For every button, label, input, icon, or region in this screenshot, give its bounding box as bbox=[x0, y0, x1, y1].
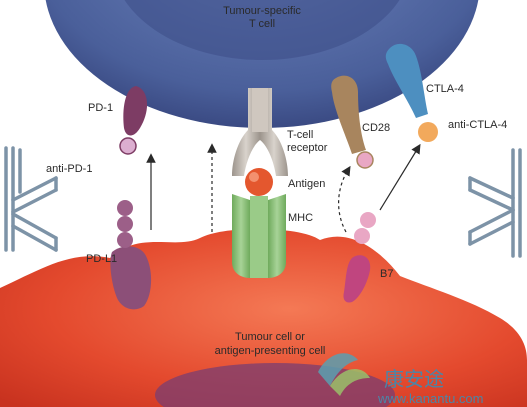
t-cell-label-line1: Tumour-specific bbox=[223, 5, 301, 17]
t-cell: Tumour-specific T cell bbox=[45, 0, 479, 128]
cd28 bbox=[331, 75, 374, 169]
pdl1-label: PD-L1 bbox=[86, 253, 117, 265]
antigen bbox=[245, 168, 273, 196]
b7-cd28-arrow bbox=[338, 165, 351, 233]
tcr-label-line2: receptor bbox=[287, 142, 328, 154]
mhc bbox=[232, 194, 286, 278]
b7-ligand bbox=[343, 212, 376, 303]
b7-ctla4-arrow bbox=[379, 143, 421, 211]
b7-label: B7 bbox=[380, 268, 393, 280]
cd28-label: CD28 bbox=[362, 122, 390, 134]
watermark-url: www.kanantu.com bbox=[377, 391, 484, 406]
anti-pd1-label: anti-PD-1 bbox=[46, 163, 92, 175]
watermark-chinese: 康安途 bbox=[384, 367, 444, 391]
anti-pd1-antibody bbox=[4, 146, 58, 252]
watermark: 康安途 www.kanantu.com bbox=[318, 353, 484, 406]
tcr-label-line1: T-cell bbox=[287, 129, 313, 141]
anti-ctla4-label: anti-CTLA-4 bbox=[448, 119, 507, 131]
antigen-label: Antigen bbox=[288, 178, 325, 190]
watermark-logo bbox=[318, 353, 370, 396]
pdl1-ligand bbox=[110, 200, 152, 310]
t-cell-receptor bbox=[232, 88, 288, 176]
anti-ctla4-antibody bbox=[468, 148, 522, 258]
pd1-label: PD-1 bbox=[88, 102, 113, 114]
mhc-label: MHC bbox=[288, 212, 313, 224]
t-cell-label-line2: T cell bbox=[249, 18, 275, 30]
ctla4 bbox=[385, 43, 438, 142]
tumour-label-line2: antigen-presenting cell bbox=[215, 345, 326, 357]
pd1-receptor bbox=[119, 86, 148, 155]
tumour-label-line1: Tumour cell or bbox=[235, 331, 305, 343]
ctla4-label: CTLA-4 bbox=[426, 83, 464, 95]
